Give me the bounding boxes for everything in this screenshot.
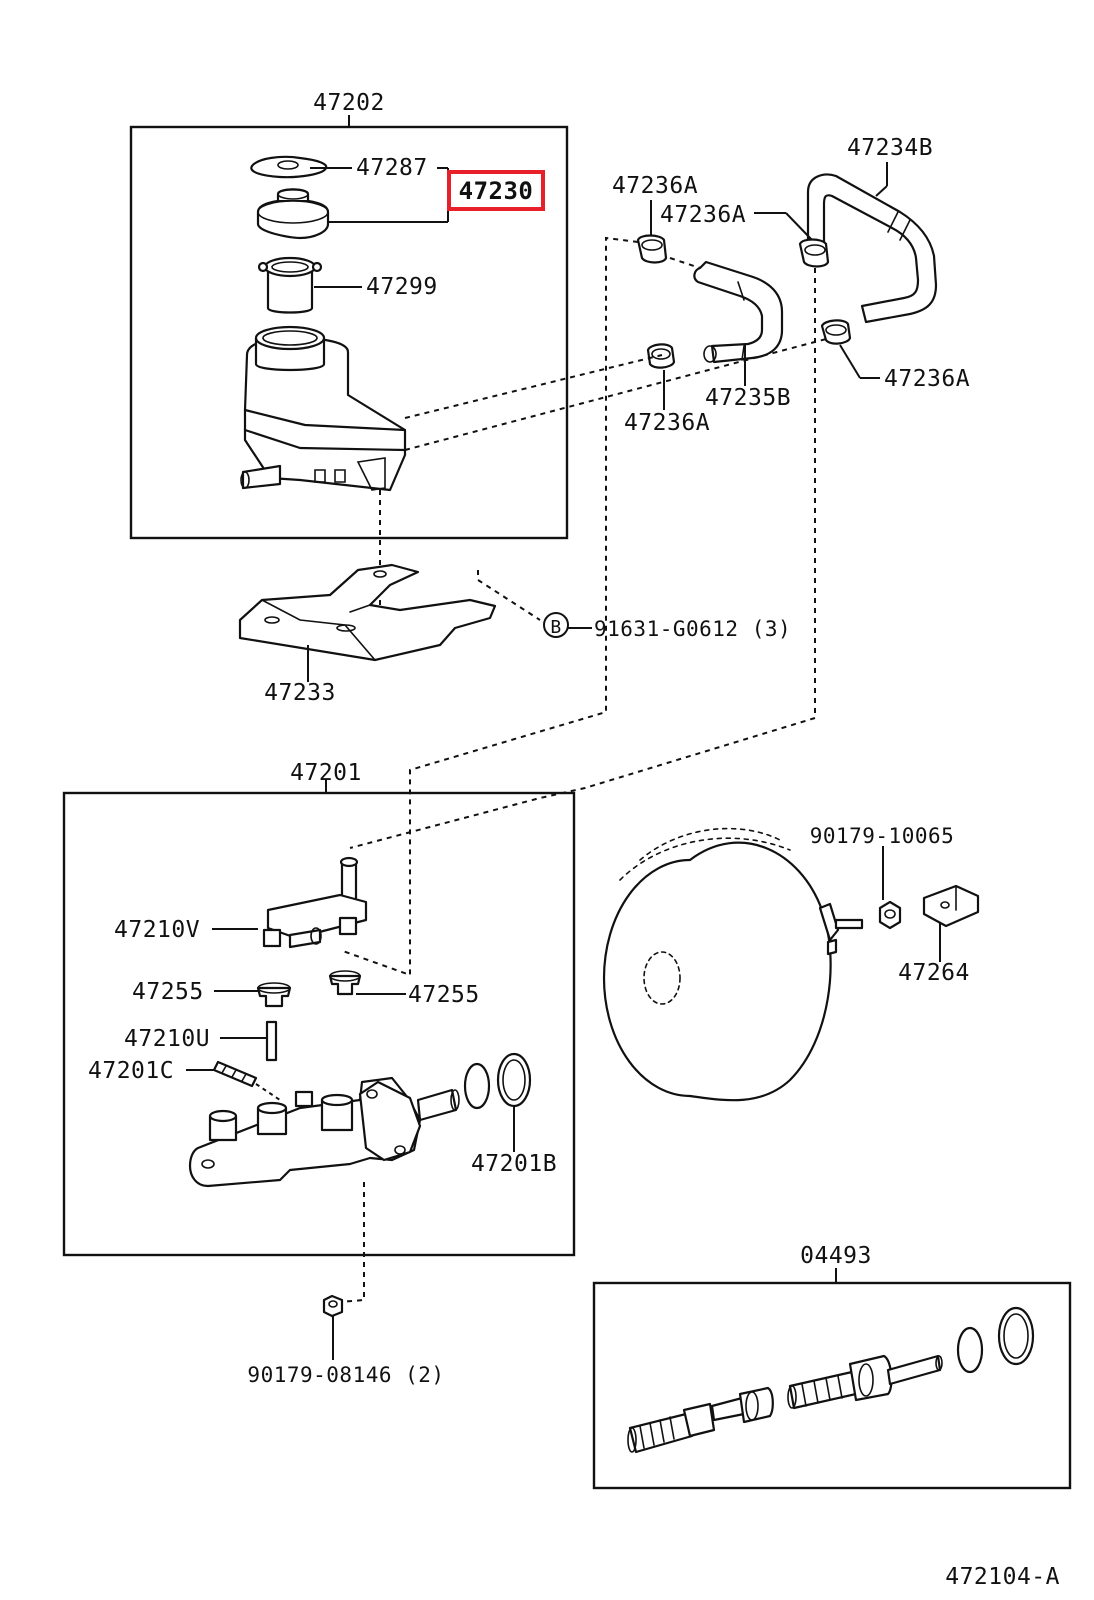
highlight-box [447,170,545,211]
label-90179-10065: 90179-10065 [810,824,955,848]
label-47299: 47299 [366,274,438,300]
label-47255-left: 47255 [132,979,204,1005]
label-90179-08146: 90179-08146 (2) [247,1363,444,1387]
label-47235b: 47235B [705,385,791,411]
label-47230: 47230 [459,177,534,205]
label-47264: 47264 [898,960,970,986]
clevis-47264-part[interactable] [922,884,980,928]
grommet-left-part[interactable] [256,982,292,1008]
kit-group: 04493 [592,1243,1072,1490]
union-47210v-part[interactable] [262,856,368,949]
strainer-part[interactable] [257,256,323,314]
label-47233: 47233 [264,680,336,706]
label-47201b: 47201B [471,1151,557,1177]
bolt-b-callout: B 91631-G0612 (3) [543,612,791,641]
master-cylinder-group-frame [62,791,576,1257]
label-47287: 47287 [356,155,428,181]
clip-47236a-4-part[interactable] [820,319,852,345]
label-47234b: 47234B [847,135,933,161]
hose-47234b-part[interactable] [806,173,938,324]
hose-group: 47234B 47235B 47236A 47236A 47236A [612,135,970,436]
label-47255-right: 47255 [408,982,480,1008]
hose-47235b-part[interactable] [693,260,784,364]
label-47236a-4: 47236A [884,366,970,392]
marker-b: B [550,617,561,638]
reservoir-body-part[interactable] [240,325,407,492]
brake-booster-part[interactable] [602,827,864,1102]
master-cylinder-group: 47201 47210V 47255 47255 [62,760,576,1257]
label-47236a-2: 47236A [660,202,746,228]
reservoir-group: 47202 47287 47230 47299 [129,90,569,540]
label-04493: 04493 [800,1243,872,1269]
kit-piston-left-part[interactable] [627,1386,774,1454]
master-cylinder-body-part[interactable] [188,1076,460,1188]
label-47236a-1: 47236A [612,173,698,199]
nut-booster-part[interactable] [878,900,902,930]
label-47201: 47201 [290,760,362,786]
grommet-right-part[interactable] [328,970,362,996]
clip-47236a-1-part[interactable] [636,234,668,264]
label-47210u: 47210U [124,1026,210,1052]
label-47210v: 47210V [114,917,200,943]
pin-47201c-part[interactable] [212,1060,258,1088]
label-47202: 47202 [313,90,385,116]
label-47236a-3: 47236A [624,410,710,436]
kit-piston-right-part[interactable] [787,1354,943,1410]
reservoir-cap-part[interactable] [256,188,330,240]
label-91631-g0612: 91631-G0612 (3) [594,617,791,641]
diagram-id: 472104-A [945,1564,1060,1590]
oring-47201b-part[interactable] [463,1052,532,1110]
nut-mc-part[interactable] [322,1294,344,1318]
kit-rings-part[interactable] [956,1306,1035,1374]
pin-47210u-part[interactable] [265,1020,278,1062]
clip-47236a-2-part[interactable] [798,238,830,268]
label-47201c: 47201C [88,1058,174,1084]
kit-group-frame [592,1281,1072,1490]
bracket-part[interactable] [238,563,497,662]
